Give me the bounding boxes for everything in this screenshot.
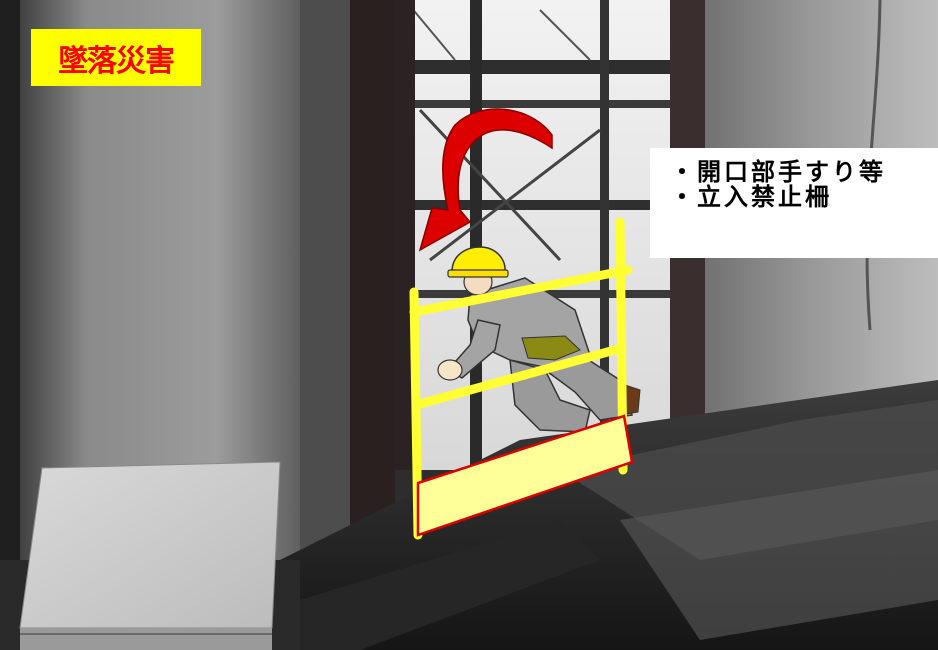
countermeasure-line-1: ・開口部手すり等 xyxy=(670,158,886,186)
hazard-title-badge: 墜落災害 xyxy=(31,29,201,86)
toe-board xyxy=(416,414,634,537)
guard-rail-illustration xyxy=(409,217,634,540)
fall-arrow xyxy=(418,108,553,252)
hazard-title-text: 墜落災害 xyxy=(58,43,175,79)
countermeasure-line-2: ・立入禁止柵 xyxy=(670,183,832,211)
countermeasure-note: ・開口部手すり等 ・立入禁止柵 xyxy=(650,148,938,258)
